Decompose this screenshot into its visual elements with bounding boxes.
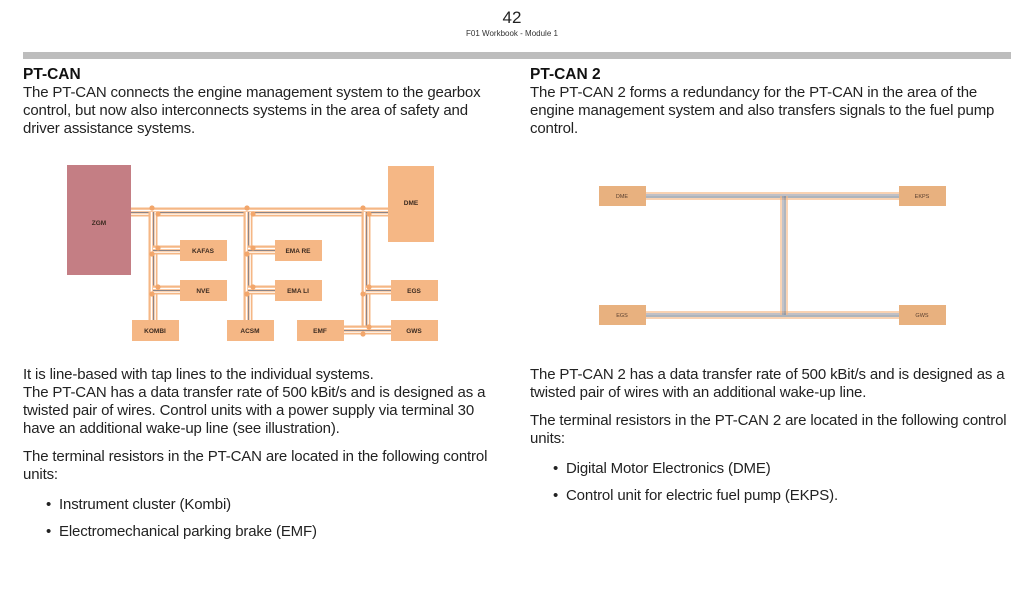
section-title: PT-CAN 2 bbox=[530, 66, 601, 83]
bus-wires bbox=[131, 207, 391, 335]
egs-box bbox=[391, 280, 438, 301]
emf-label: EMF bbox=[313, 328, 327, 335]
emf-box bbox=[297, 320, 344, 341]
paragraph: The terminal resistors in the PT-CAN 2 a… bbox=[530, 412, 1007, 447]
paragraph: The PT-CAN 2 has a data transfer rate of… bbox=[530, 366, 1005, 401]
bus-junction bbox=[250, 211, 256, 217]
gws-label: GWS bbox=[406, 328, 422, 335]
bus-junctions bbox=[149, 205, 372, 337]
bus-junction bbox=[244, 291, 250, 297]
section-intro: The PT-CAN connects the engine managemen… bbox=[23, 84, 481, 137]
nve-box bbox=[180, 280, 227, 301]
bus-junction bbox=[149, 251, 155, 257]
bus-junction bbox=[366, 284, 372, 290]
ema-re-box bbox=[275, 240, 322, 261]
paragraph: The PT-CAN has a data transfer rate of 5… bbox=[23, 384, 486, 437]
pt-can-section: PT-CAN The PT-CAN connects the engine ma… bbox=[23, 66, 503, 138]
page-number: 42 bbox=[502, 8, 522, 27]
nve-label: NVE bbox=[196, 288, 210, 295]
ekps-label: EKPS bbox=[915, 194, 930, 200]
dme-label: DME bbox=[404, 200, 419, 207]
bus-junction bbox=[360, 291, 366, 297]
bus-junction bbox=[250, 245, 256, 251]
ekps-box bbox=[899, 186, 946, 206]
page-subtitle: F01 Workbook - Module 1 bbox=[466, 29, 558, 38]
dme-box bbox=[388, 166, 434, 242]
egs-label: EGS bbox=[407, 288, 421, 295]
kafas-label: KAFAS bbox=[192, 248, 215, 255]
list-item: Digital Motor Electronics (DME) bbox=[553, 460, 1010, 478]
bus-junction bbox=[250, 284, 256, 290]
bus-junction bbox=[360, 331, 366, 337]
terminal-resistor-list: Digital Motor Electronics (DME) Control … bbox=[553, 460, 1010, 505]
bus-junction bbox=[366, 324, 372, 330]
kombi-label: KOMBI bbox=[144, 328, 166, 335]
gws-box bbox=[391, 320, 438, 341]
section-intro: The PT-CAN 2 forms a redundancy for the … bbox=[530, 84, 995, 137]
section-title: PT-CAN bbox=[23, 66, 81, 83]
egs-label-2: EGS bbox=[616, 313, 628, 319]
ema-li-box bbox=[275, 280, 322, 301]
list-item: Control unit for electric fuel pump (EKP… bbox=[553, 487, 1010, 505]
list-item: Electromechanical parking brake (EMF) bbox=[46, 523, 503, 541]
bus-junction bbox=[155, 284, 161, 290]
acsm-box bbox=[227, 320, 274, 341]
bus-junction bbox=[244, 251, 250, 257]
header-rule bbox=[23, 52, 1011, 59]
list-item: Instrument cluster (Kombi) bbox=[46, 496, 503, 514]
pt-can-body: It is line-based with tap lines to the i… bbox=[23, 366, 503, 550]
paragraph: The terminal resistors in the PT-CAN are… bbox=[23, 448, 488, 483]
pt-can-2-wires bbox=[646, 192, 899, 319]
bus-junction bbox=[360, 205, 366, 211]
pt-can-2-section: PT-CAN 2 The PT-CAN 2 forms a redundancy… bbox=[530, 66, 1010, 138]
paragraph: It is line-based with tap lines to the i… bbox=[23, 366, 374, 383]
gws-box-2 bbox=[899, 305, 946, 325]
zgm-label: ZGM bbox=[92, 220, 106, 227]
egs-box-2 bbox=[599, 305, 646, 325]
bus-junction bbox=[366, 211, 372, 217]
zgm-gateway-box bbox=[67, 165, 131, 275]
kombi-box bbox=[132, 320, 179, 341]
bus-junction bbox=[155, 245, 161, 251]
dme-box-2 bbox=[599, 186, 646, 206]
acsm-label: ACSM bbox=[240, 328, 259, 335]
kafas-box bbox=[180, 240, 227, 261]
ema-re-label: EMA RE bbox=[285, 248, 311, 255]
pt-can-2-body: The PT-CAN 2 has a data transfer rate of… bbox=[530, 366, 1010, 514]
terminal-resistor-list: Instrument cluster (Kombi) Electromechan… bbox=[46, 496, 503, 541]
bus-junction bbox=[155, 211, 161, 217]
bus-junction bbox=[149, 205, 155, 211]
bus-junction bbox=[149, 291, 155, 297]
ema-li-label: EMA LI bbox=[287, 288, 309, 295]
dme-label-2: DME bbox=[616, 194, 629, 200]
bus-junction bbox=[244, 205, 250, 211]
gws-label-2: GWS bbox=[915, 313, 928, 319]
